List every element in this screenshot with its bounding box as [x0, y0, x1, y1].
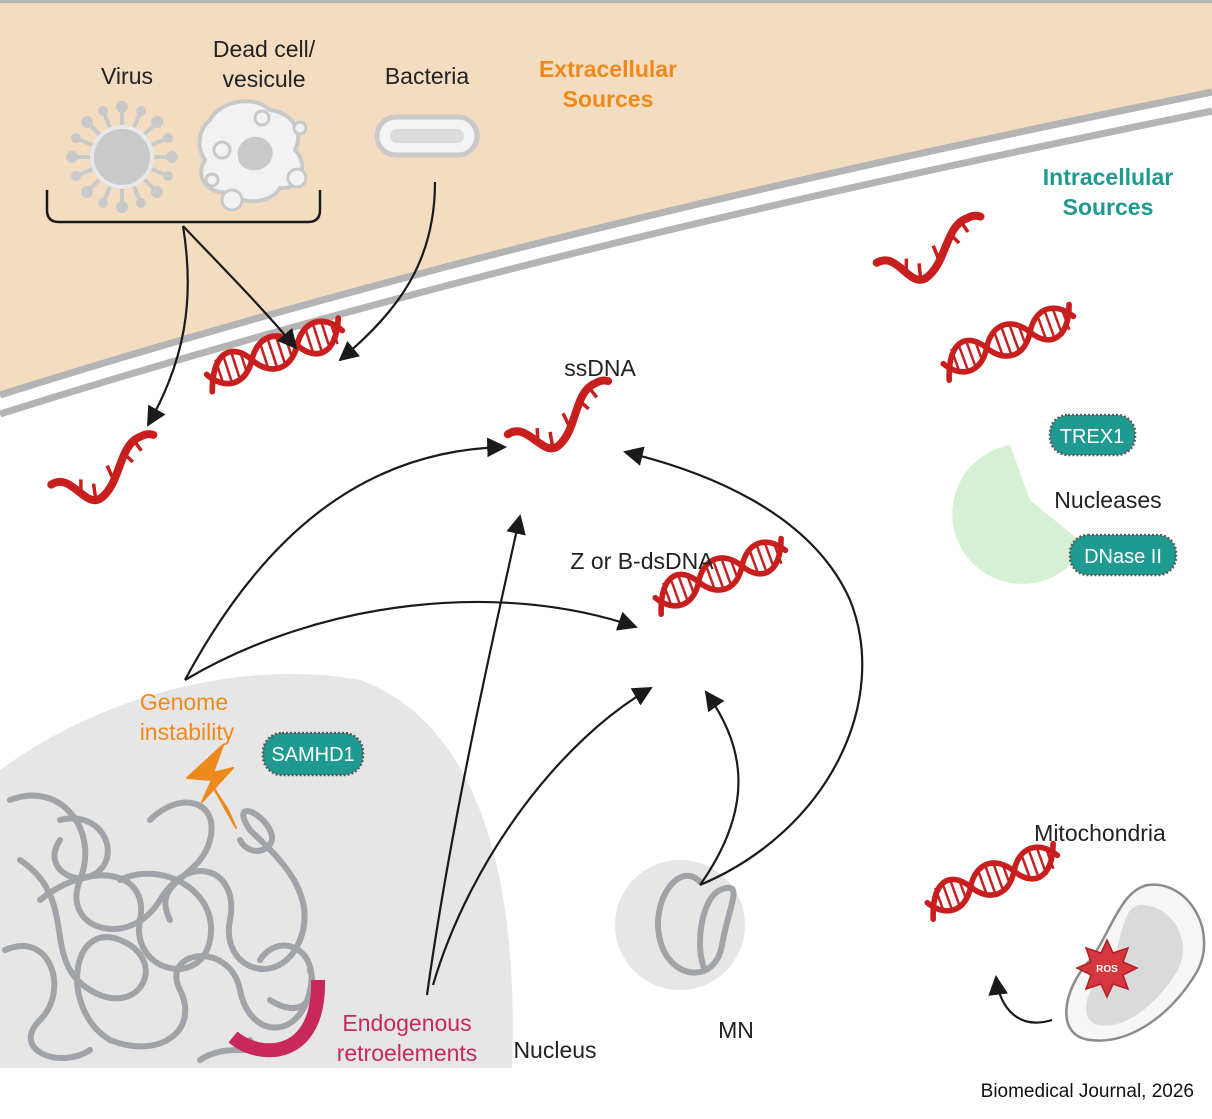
ssdna-icon [501, 380, 617, 456]
ssdna-icon [873, 215, 986, 284]
nucleus-label: Nucleus [513, 1037, 596, 1063]
nucleases-label: Nucleases [1054, 487, 1161, 513]
extracellular-sources-title-line1: Extracellular [539, 56, 677, 82]
samhd1-label: SAMHD1 [271, 744, 354, 766]
extracellular-space [0, 0, 1212, 395]
bacteria-icon [374, 114, 480, 158]
dead-cell-icon [197, 99, 308, 212]
micronucleus-label: MN [718, 1017, 754, 1043]
samhd1-badge: SAMHD1 [261, 731, 365, 777]
dna-helix-icon [938, 302, 1080, 381]
extracellular-sources-title-line2: Sources [563, 86, 654, 112]
endogenous-retroelements-label-line1: Endogenous [342, 1010, 471, 1036]
source-credit: Biomedical Journal, 2026 [981, 1081, 1194, 1102]
ros-burst-icon: ROS [1075, 938, 1139, 999]
dnase2-label: DNase II [1084, 546, 1162, 568]
genome-instability-label-line2: instability [140, 719, 235, 745]
trex1-label: TREX1 [1060, 426, 1124, 448]
retroelement-arc [228, 979, 326, 1058]
plasma-membrane-inner [0, 107, 1212, 418]
plasma-membrane-outer [0, 88, 1212, 399]
dsdna-label: Z or B-dsDNA [570, 548, 714, 574]
dead-cell-label-line1: Dead cell/ [213, 36, 316, 62]
dnase2-badge: DNase II [1068, 533, 1178, 577]
ssdna-label: ssDNA [564, 355, 636, 381]
nucleus [0, 674, 513, 1068]
genome-instability-label-line1: Genome [140, 689, 228, 715]
arrows [147, 181, 1053, 1024]
nuclease-pacman-icon [952, 445, 1085, 584]
intracellular-sources-title-line1: Intracellular [1043, 164, 1173, 190]
extracellular-bracket [45, 190, 322, 224]
trex1-badge: TREX1 [1048, 413, 1137, 457]
dna-helix-icon [922, 841, 1064, 920]
mitochondria-icon [1065, 883, 1206, 1042]
lightning-icon [186, 744, 237, 829]
ssdna-icon [46, 433, 161, 506]
micronucleus-chromatin [655, 872, 737, 976]
virus-label: Virus [101, 63, 153, 89]
mitochondria-label: Mitochondria [1034, 820, 1166, 846]
endogenous-retroelements-label-line2: retroelements [337, 1040, 478, 1066]
ros-label: ROS [1096, 964, 1118, 975]
dead-cell-label-line2: vesicule [222, 66, 305, 92]
intracellular-sources-title-line2: Sources [1063, 194, 1154, 220]
virus-icon [66, 101, 178, 213]
bacteria-label: Bacteria [385, 63, 470, 89]
